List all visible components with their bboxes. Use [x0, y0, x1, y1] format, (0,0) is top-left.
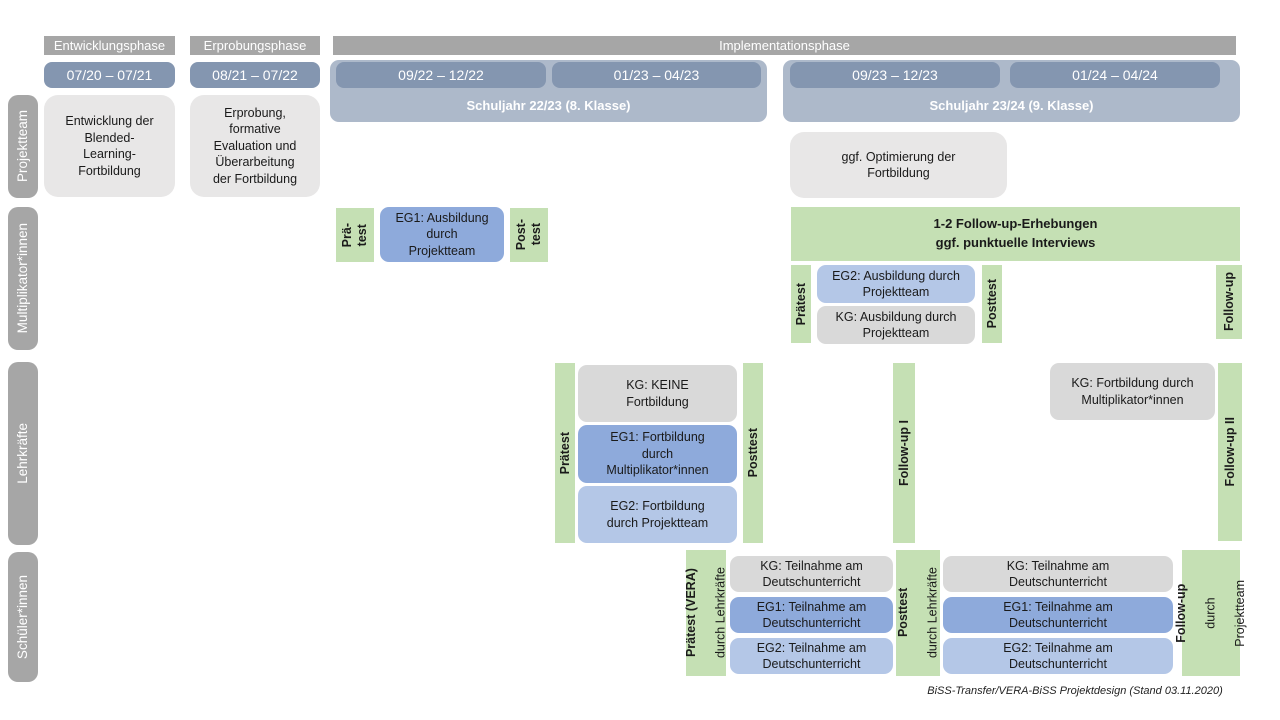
phase-bar-erprobungsphase: Erprobungsphase — [190, 36, 320, 55]
lehr-eg1-box: EG1: Fortbildung durch Multiplikator*inn… — [578, 425, 737, 483]
mult-kg-box: KG: Ausbildung durch Projektteam — [817, 306, 975, 344]
row-label-schuelerinnen-text: Schüler*innen — [15, 574, 31, 660]
lehr-kg2-box: KG: Fortbildung durch Multiplikator*inne… — [1050, 363, 1215, 420]
row-label-lehrkraefte-text: Lehrkräfte — [15, 423, 31, 484]
mult-posttest2-label: Posttest — [984, 279, 999, 329]
date-bar-0720-0721: 07/20 – 07/21 — [44, 62, 175, 88]
lehr-kg-box: KG: KEINE Fortbildung — [578, 365, 737, 422]
lehr-followup1-label: Follow-up I — [896, 420, 911, 486]
row-label-multiplikatorinnen: Multiplikator*innen — [8, 207, 38, 350]
schueler-followup-sublabel-durch: durch — [1203, 597, 1218, 629]
diagram-caption: BiSS-Transfer/VERA-BiSS Projektdesign (S… — [927, 685, 1223, 697]
row-label-projektteam-text: Projektteam — [15, 110, 31, 183]
row-label-lehrkraefte: Lehrkräfte — [8, 362, 38, 545]
schueler-eg2-1-box: EG2: Teilnahme am Deutschunterricht — [730, 638, 893, 674]
erprobung-box: Erprobung, formative Evaluation und Über… — [190, 95, 320, 197]
schueler-eg1-1-box: EG1: Teilnahme am Deutschunterricht — [730, 597, 893, 633]
schueler-eg1-2-box: EG1: Teilnahme am Deutschunterricht — [943, 597, 1173, 633]
mult-followup-label: Follow-up — [1221, 272, 1236, 332]
schueler-praetest-sublabel: durch Lehrkräfte — [713, 567, 728, 659]
lehr-eg2-box: EG2: Fortbildung durch Projektteam — [578, 486, 737, 543]
schueler-posttest-bar: Posttest durch Lehrkräfte — [896, 550, 940, 676]
mult-praetest1-label: Prä- test — [340, 222, 369, 248]
lehr-followup1-bar: Follow-up I — [893, 363, 915, 543]
mult-followup-erhebungen-box: 1-2 Follow-up-Erhebungen ggf. punktuelle… — [791, 207, 1240, 261]
mult-posttest2-bar: Posttest — [982, 265, 1002, 343]
row-label-projektteam: Projektteam — [8, 95, 38, 198]
schueler-praetest-bar: Prätest (VERA) durch Lehrkräfte — [683, 550, 728, 676]
mult-posttest1-bar: Post- test — [510, 208, 548, 262]
mult-praetest1-bar: Prä- test — [336, 208, 374, 262]
mult-praetest2-bar: Prätest — [791, 265, 811, 343]
mult-eg1-box: EG1: Ausbildung durch Projektteam — [380, 207, 504, 262]
date-bar-0922-1222: 09/22 – 12/22 — [336, 62, 546, 88]
phase-bar-implementationsphase: Implementationsphase — [333, 36, 1236, 55]
lehr-followup2-bar: Follow-up II — [1218, 363, 1242, 541]
schueler-followup-label: Follow-up — [1174, 583, 1189, 643]
schueler-followup-sublabel-projektteam: Projektteam — [1233, 579, 1248, 647]
schueler-followup-bar: Follow-up durch Projektteam — [1174, 550, 1247, 676]
schueler-eg2-2-box: EG2: Teilnahme am Deutschunterricht — [943, 638, 1173, 674]
mult-posttest1-label: Post- test — [514, 219, 543, 251]
row-label-multiplikatorinnen-text: Multiplikator*innen — [15, 223, 31, 334]
date-bar-0821-0722: 08/21 – 07/22 — [190, 62, 320, 88]
schueler-kg1-box: KG: Teilnahme am Deutschunterricht — [730, 556, 893, 592]
schueler-posttest-label: Posttest — [895, 588, 910, 638]
mult-followup-bar: Follow-up — [1216, 265, 1242, 339]
lehr-praetest-label: Prätest — [557, 431, 572, 475]
date-bar-0923-1223: 09/23 – 12/23 — [790, 62, 1000, 88]
optimierung-box: ggf. Optimierung der Fortbildung — [790, 132, 1007, 198]
date-bar-0123-0423: 01/23 – 04/23 — [552, 62, 761, 88]
schueler-praetest-label: Prätest (VERA) — [683, 568, 698, 658]
lehr-followup2-label: Follow-up II — [1222, 417, 1237, 487]
lehr-praetest-bar: Prätest — [555, 363, 575, 543]
lehr-posttest-label: Posttest — [745, 428, 760, 478]
schueler-kg2-box: KG: Teilnahme am Deutschunterricht — [943, 556, 1173, 592]
entwicklung-box: Entwicklung der Blended- Learning- Fortb… — [44, 95, 175, 197]
schueler-posttest-sublabel: durch Lehrkräfte — [925, 567, 940, 659]
phase-bar-entwicklungsphase: Entwicklungsphase — [44, 36, 175, 55]
mult-praetest2-label: Prätest — [793, 282, 808, 326]
row-label-schuelerinnen: Schüler*innen — [8, 552, 38, 682]
date-bar-0124-0424: 01/24 – 04/24 — [1010, 62, 1220, 88]
lehr-posttest-bar: Posttest — [743, 363, 763, 543]
mult-eg2-box: EG2: Ausbildung durch Projektteam — [817, 265, 975, 303]
